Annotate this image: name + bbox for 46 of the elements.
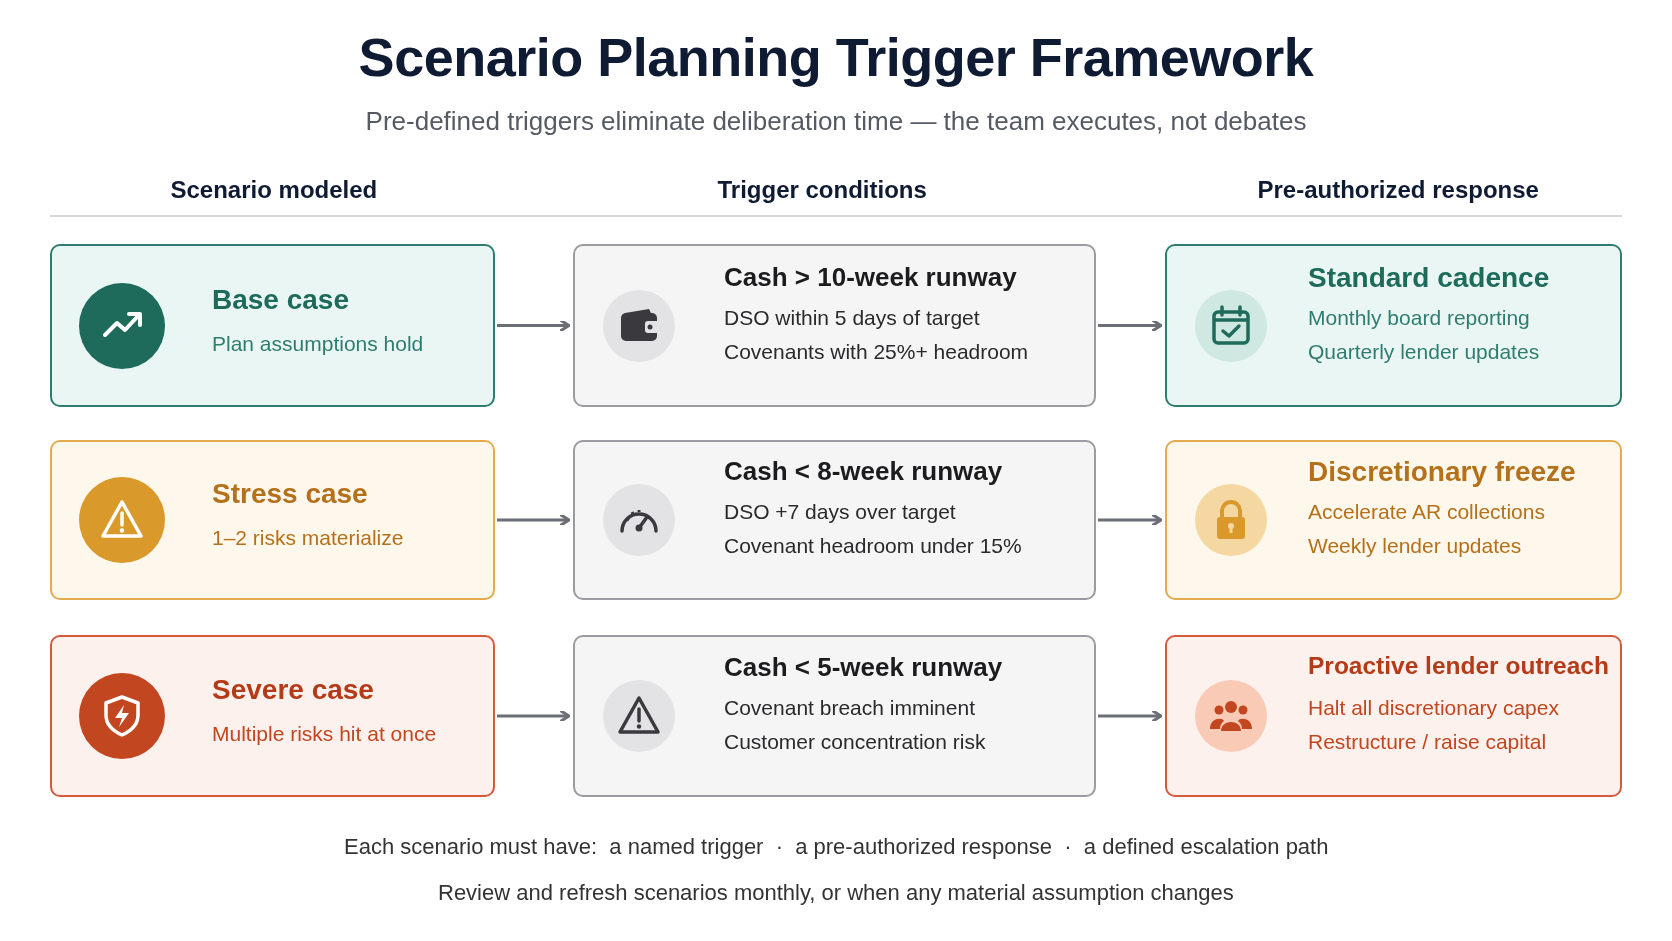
arrow — [497, 319, 571, 332]
card-text: Plan assumptions hold — [212, 331, 424, 356]
scenario-card — [50, 635, 495, 797]
card-text: Monthly board reporting — [1308, 305, 1530, 330]
card-text: Customer concentration risk — [724, 730, 986, 754]
arrow — [1098, 319, 1163, 332]
card-text: Restructure / raise capital — [1308, 730, 1547, 754]
title: Scenario Planning Trigger Framework — [357, 26, 1315, 88]
arrow — [1098, 709, 1163, 723]
trigger-card — [573, 244, 1096, 407]
footer-note: Review and refresh scenarios monthly, or when any material assumption changes — [438, 880, 1234, 906]
column-header: Scenario modeled — [170, 176, 378, 204]
card-text: 1–2 risks materialize — [212, 526, 404, 550]
card-text: Accelerate AR collections — [1308, 500, 1545, 524]
card-text: Weekly lender updates — [1308, 534, 1522, 558]
card-text: DSO within 5 days of target — [724, 305, 980, 330]
subtitle: Pre-defined triggers eliminate deliberation time — the team executes, not debates — [364, 106, 1308, 137]
card-title: Standard cadence — [1308, 261, 1550, 294]
scenario-card — [50, 440, 495, 600]
column-header: Pre-authorized response — [1257, 176, 1539, 204]
card-text: Covenants with 25%+ headroom — [724, 339, 1029, 364]
card-title: Cash > 10-week runway — [724, 261, 1017, 293]
response-card — [1165, 635, 1622, 797]
card-text: DSO +7 days over target — [724, 500, 956, 524]
card-title: Cash < 5-week runway — [724, 652, 1003, 683]
card-text: Covenant breach imminent — [724, 696, 975, 720]
card-title: Severe case — [212, 674, 374, 706]
card-title: Base case — [212, 283, 349, 316]
card-text: Quarterly lender updates — [1308, 339, 1540, 364]
footer-note: Each scenario must have: a named trigger · a pre-authorized response · a defined escalation path — [344, 834, 1329, 860]
trigger-card — [573, 440, 1096, 600]
scenario-card — [50, 244, 495, 407]
arrow — [497, 709, 571, 723]
trigger-card — [573, 635, 1096, 797]
arrow — [497, 513, 571, 527]
response-card — [1165, 440, 1622, 600]
card-title: Proactive lender outreach — [1308, 652, 1609, 680]
card-text: Multiple risks hit at once — [212, 722, 437, 746]
card-text: Halt all discretionary capex — [1308, 696, 1559, 720]
card-title: Cash < 8-week runway — [724, 456, 1003, 487]
column-header: Trigger conditions — [717, 176, 927, 204]
card-text: Covenant headroom under 15% — [724, 534, 1022, 558]
response-card — [1165, 244, 1622, 407]
arrow — [1098, 513, 1163, 527]
card-title: Discretionary freeze — [1308, 456, 1576, 488]
card-title: Stress case — [212, 478, 368, 510]
